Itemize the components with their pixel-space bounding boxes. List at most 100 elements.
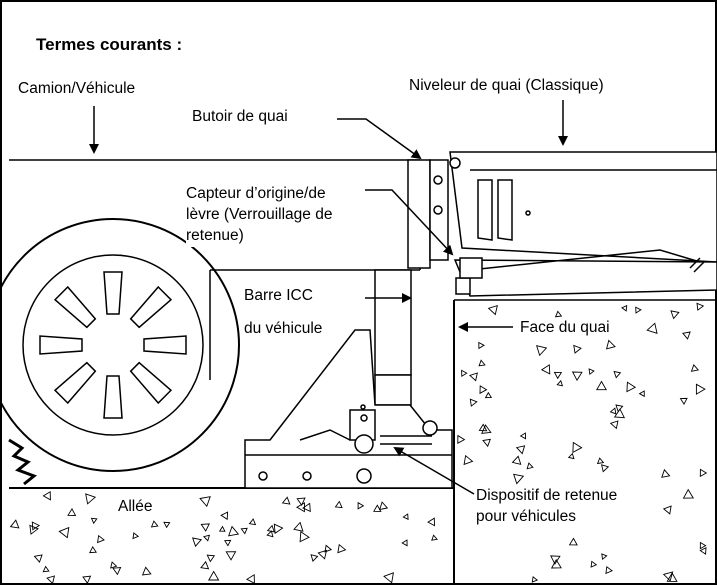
- concrete-speck: [110, 561, 118, 569]
- concrete-speck: [163, 521, 171, 529]
- concrete-speck: [90, 517, 98, 525]
- concrete-speck: [690, 364, 700, 372]
- concrete-speck: [310, 554, 319, 562]
- concrete-speck: [373, 504, 382, 512]
- concrete-speck: [571, 371, 583, 382]
- concrete-speck: [484, 391, 493, 399]
- label-driveway: Allée: [118, 498, 153, 515]
- concrete-speck: [379, 501, 389, 511]
- concrete-speck: [699, 541, 707, 550]
- concrete-speck: [590, 560, 598, 568]
- concrete-speck: [679, 397, 688, 405]
- label-restraint-line1: Dispositif de retenue: [476, 487, 618, 504]
- concrete-speck: [317, 549, 328, 560]
- concrete-speck: [324, 544, 333, 553]
- concrete-speck: [609, 420, 619, 430]
- concrete-speck: [596, 457, 605, 465]
- concrete-speck: [661, 468, 671, 478]
- concrete-speck: [402, 513, 409, 521]
- concrete-speck: [302, 502, 311, 513]
- concrete-speck: [540, 364, 551, 375]
- concrete-speck: [31, 521, 41, 531]
- concrete-speck: [266, 530, 274, 538]
- concrete-speck: [699, 468, 708, 478]
- concrete-speck: [635, 306, 642, 314]
- concrete-speck: [511, 455, 522, 465]
- concrete-speck: [427, 517, 435, 527]
- concrete-speck: [573, 344, 582, 354]
- concrete-speck: [613, 370, 622, 379]
- label-restraint-line2: pour véhicules: [476, 507, 576, 525]
- concrete-speck: [431, 534, 438, 541]
- concrete-speck: [33, 554, 43, 563]
- concrete-speck: [42, 491, 51, 501]
- concrete-speck: [526, 462, 534, 470]
- concrete-speck: [531, 575, 539, 583]
- concrete-speck: [626, 381, 637, 393]
- concrete-speck: [245, 574, 255, 585]
- concrete-speck: [550, 555, 561, 565]
- concrete-speck: [150, 520, 159, 528]
- concrete-speck: [621, 304, 628, 312]
- concrete-speck: [572, 441, 583, 454]
- concrete-speck: [461, 369, 468, 377]
- concrete-speck: [225, 551, 237, 561]
- concrete-speck: [141, 566, 152, 576]
- concrete-speck: [85, 493, 97, 505]
- concrete-speck: [132, 532, 140, 540]
- concrete-speck: [482, 438, 491, 448]
- concrete-speck: [605, 339, 616, 350]
- concrete-speck: [192, 537, 203, 548]
- concrete-speck: [662, 571, 674, 582]
- concrete-speck: [293, 521, 304, 532]
- concrete-speck: [609, 407, 617, 415]
- concrete-speck: [224, 539, 232, 547]
- concrete-speck: [469, 372, 478, 382]
- concrete-speck: [240, 527, 248, 535]
- concrete-speck: [463, 454, 474, 466]
- concrete-speck: [536, 345, 548, 357]
- concrete-speck: [646, 322, 658, 334]
- concrete-speck: [600, 464, 610, 473]
- concrete-speck: [299, 530, 310, 543]
- concrete-speck: [554, 310, 563, 318]
- concrete-speck: [556, 379, 564, 387]
- concrete-speck: [515, 445, 526, 455]
- concrete-speck: [613, 408, 626, 419]
- diagram-title: Termes courants :: [36, 35, 183, 54]
- concrete-speck: [699, 546, 707, 555]
- concrete-speck: [696, 302, 705, 311]
- concrete-speck: [89, 546, 98, 554]
- concrete-speck: [588, 368, 595, 376]
- concrete-speck: [112, 566, 122, 576]
- label-dock-bumper: Butoir de quai: [192, 108, 288, 125]
- concrete-speck: [199, 496, 211, 508]
- concrete-speck: [334, 500, 343, 509]
- concrete-speck: [228, 525, 240, 537]
- concrete-speck: [662, 505, 672, 515]
- concrete-speck: [487, 304, 498, 316]
- concrete-speck: [596, 380, 607, 391]
- concrete-speck: [357, 501, 365, 510]
- concrete-speck: [479, 385, 488, 395]
- concrete-speck: [666, 572, 678, 582]
- label-vehicle-restraint: Dispositif de retenue pour véhicules: [476, 486, 618, 528]
- concrete-speck: [670, 310, 680, 320]
- concrete-texture: [9, 302, 708, 585]
- concrete-speck: [29, 524, 39, 535]
- concrete-speck: [67, 507, 77, 517]
- concrete-speck: [296, 497, 306, 507]
- dock-leveler: [449, 151, 717, 297]
- concrete-speck: [567, 452, 575, 460]
- concrete-speck: [513, 473, 525, 485]
- concrete-speck: [682, 331, 691, 340]
- concrete-speck: [42, 565, 50, 573]
- concrete-speck: [273, 523, 284, 535]
- label-dock-leveler: Niveleur de quai (Classique): [409, 77, 604, 94]
- concrete-speck: [58, 526, 70, 539]
- concrete-speck: [478, 341, 485, 350]
- concrete-speck: [695, 383, 706, 395]
- concrete-speck: [519, 432, 527, 440]
